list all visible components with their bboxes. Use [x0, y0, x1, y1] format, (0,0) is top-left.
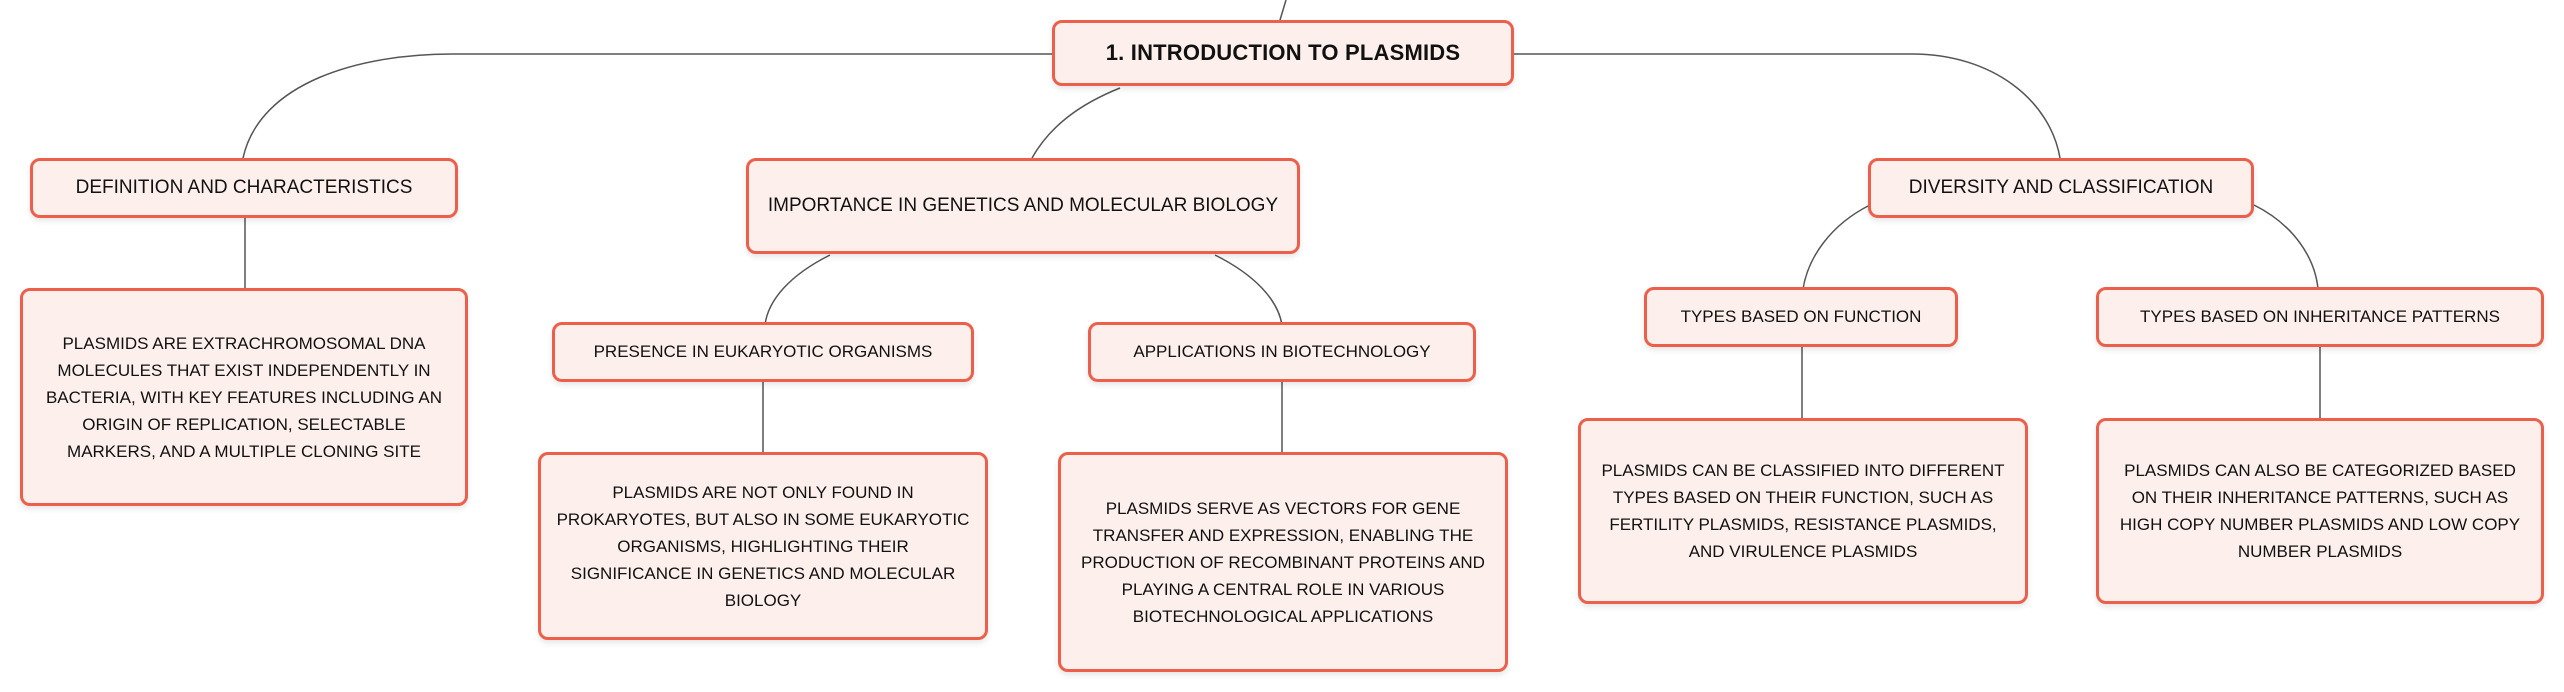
connector-root-importance [1031, 87, 1121, 159]
biotech-subtopic-node[interactable]: APPLICATIONS IN BIOTECHNOLOGY [1088, 322, 1476, 382]
connector-diversity-inheritance [2253, 204, 2319, 290]
function-detail-node[interactable]: PLASMIDS CAN BE CLASSIFIED INTO DIFFEREN… [1578, 418, 2028, 604]
biotech-subtopic-label: APPLICATIONS IN BIOTECHNOLOGY [1133, 342, 1431, 361]
connector-diversity-function [1802, 204, 1871, 290]
connector-to-parent [1279, 0, 1287, 21]
eukaryotic-subtopic-label: PRESENCE IN EUKARYOTIC ORGANISMS [593, 342, 933, 361]
inheritance-subtopic-label: TYPES BASED ON INHERITANCE PATTERNS [2140, 307, 2500, 326]
inheritance-detail-text: PLASMIDS CAN ALSO BE CATEGORIZED BASED O… [2119, 461, 2521, 561]
inheritance-detail-node[interactable]: PLASMIDS CAN ALSO BE CATEGORIZED BASED O… [2096, 418, 2544, 604]
connector-importance-eukaryotic [764, 254, 831, 326]
connector-importance-biotech [1214, 254, 1283, 326]
definition-detail-node[interactable]: PLASMIDS ARE EXTRACHROMOSOMAL DNA MOLECU… [20, 288, 468, 506]
branch-definition-label: DEFINITION AND CHARACTERISTICS [75, 177, 413, 198]
branch-importance-node[interactable]: IMPORTANCE IN GENETICS AND MOLECULAR BIO… [746, 158, 1300, 254]
biotech-detail-node[interactable]: PLASMIDS SERVE AS VECTORS FOR GENE TRANS… [1058, 452, 1508, 672]
eukaryotic-detail-text: PLASMIDS ARE NOT ONLY FOUND IN PROKARYOT… [556, 482, 970, 610]
branch-diversity-label: DIVERSITY AND CLASSIFICATION [1908, 177, 2214, 198]
function-subtopic-node[interactable]: TYPES BASED ON FUNCTION [1644, 287, 1958, 347]
connector-root-diversity [1512, 53, 2061, 159]
eukaryotic-detail-node[interactable]: PLASMIDS ARE NOT ONLY FOUND IN PROKARYOT… [538, 452, 988, 640]
branch-importance-label: IMPORTANCE IN GENETICS AND MOLECULAR BIO… [767, 195, 1279, 216]
function-detail-text: PLASMIDS CAN BE CLASSIFIED INTO DIFFEREN… [1601, 461, 2005, 561]
definition-detail-text: PLASMIDS ARE EXTRACHROMOSOMAL DNA MOLECU… [45, 333, 443, 461]
function-subtopic-label: TYPES BASED ON FUNCTION [1680, 307, 1922, 326]
eukaryotic-subtopic-node[interactable]: PRESENCE IN EUKARYOTIC ORGANISMS [552, 322, 974, 382]
inheritance-subtopic-node[interactable]: TYPES BASED ON INHERITANCE PATTERNS [2096, 287, 2544, 347]
root-topic-label: 1. INTRODUCTION TO PLASMIDS [1105, 40, 1461, 65]
branch-diversity-node[interactable]: DIVERSITY AND CLASSIFICATION [1868, 158, 2254, 218]
biotech-detail-text: PLASMIDS SERVE AS VECTORS FOR GENE TRANS… [1081, 498, 1485, 626]
branch-definition-node[interactable]: DEFINITION AND CHARACTERISTICS [30, 158, 458, 218]
root-topic-node[interactable]: 1. INTRODUCTION TO PLASMIDS [1052, 20, 1514, 86]
connector-root-definition [242, 53, 1052, 159]
